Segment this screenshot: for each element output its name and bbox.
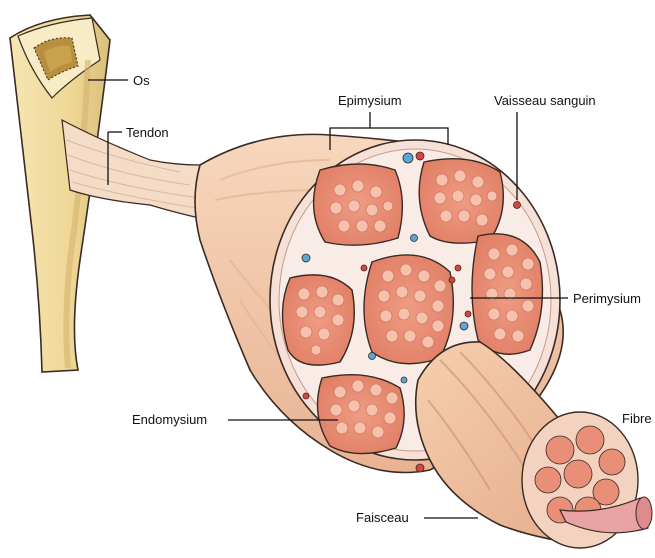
label-tendon: Tendon — [126, 126, 169, 139]
label-os: Os — [133, 74, 150, 87]
label-vaisseau-sanguin: Vaisseau sanguin — [494, 94, 596, 107]
label-faisceau: Faisceau — [356, 511, 409, 524]
label-fibre: Fibre — [622, 412, 652, 425]
label-epimysium: Epimysium — [338, 94, 402, 107]
label-perimysium: Perimysium — [573, 292, 641, 305]
label-endomysium: Endomysium — [132, 413, 207, 426]
